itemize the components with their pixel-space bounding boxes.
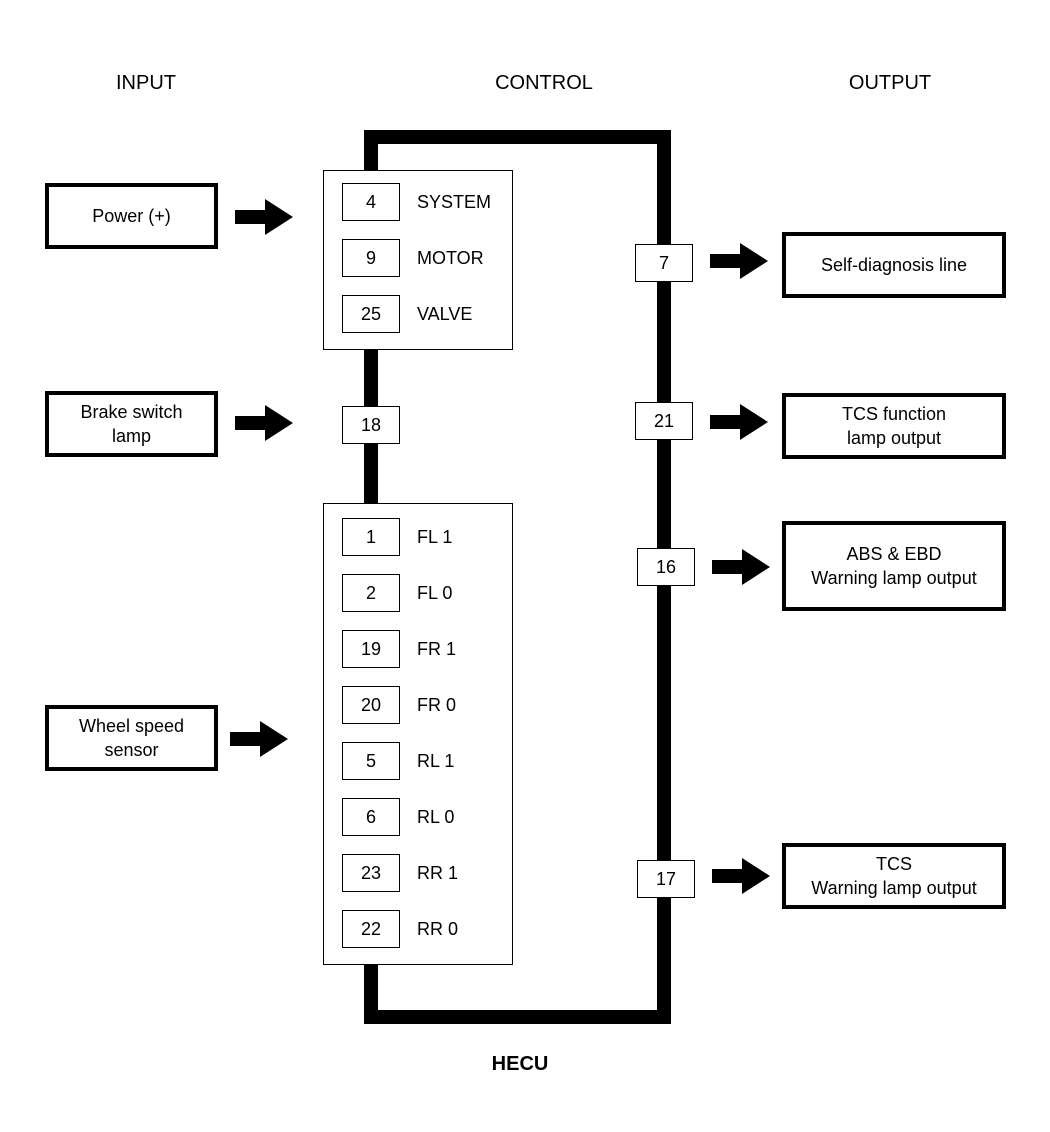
input-box-power: Power (+) <box>45 183 218 249</box>
output-label-line: Warning lamp output <box>811 568 977 588</box>
pin-2: 2 <box>342 574 400 612</box>
output-box-abs-ebd-warning-lamp: ABS & EBD Warning lamp output <box>782 521 1006 611</box>
pin-19: 19 <box>342 630 400 668</box>
pin-label: FR 0 <box>417 695 457 715</box>
pin-label: FL 1 <box>417 527 453 547</box>
output-label-line: Self-diagnosis line <box>820 255 968 275</box>
arrow-right-icon <box>712 858 770 894</box>
pin-16: 16 <box>637 548 695 586</box>
input-box-wheel-speed-sensor: Wheel speed sensor <box>45 705 218 771</box>
input-label-line: lamp <box>111 426 151 446</box>
arrow-right-icon <box>710 243 768 279</box>
hecu-frame-bottom <box>364 1010 671 1024</box>
output-label-line: TCS function <box>841 404 947 424</box>
output-box-tcs-warning-lamp: TCS Warning lamp output <box>782 843 1006 909</box>
wheel-speed-pin-group <box>323 503 513 965</box>
pin-label: MOTOR <box>417 248 484 268</box>
pin-label: RR 0 <box>417 919 459 939</box>
pin-1: 1 <box>342 518 400 556</box>
output-label-line: TCS <box>876 854 912 874</box>
input-label-line: Wheel speed <box>78 716 185 736</box>
pin-7: 7 <box>635 244 693 282</box>
pin-label: RL 1 <box>417 751 455 771</box>
pin-5: 5 <box>342 742 400 780</box>
pin-4: 4 <box>342 183 400 221</box>
output-label-line: lamp output <box>846 428 942 448</box>
pin-18: 18 <box>342 406 400 444</box>
control-column-header: CONTROL <box>495 72 593 94</box>
output-box-self-diagnosis-line: Self-diagnosis line <box>782 232 1006 298</box>
pin-label: RL 0 <box>417 807 455 827</box>
pin-22: 22 <box>342 910 400 948</box>
pin-label: SYSTEM <box>417 192 492 212</box>
input-label-line: sensor <box>104 740 159 760</box>
pin-9: 9 <box>342 239 400 277</box>
hecu-frame-top <box>364 130 671 144</box>
output-box-tcs-function-lamp: TCS function lamp output <box>782 393 1006 459</box>
pin-6: 6 <box>342 798 400 836</box>
pin-25: 25 <box>342 295 400 333</box>
input-label-line: Brake switch <box>80 402 183 422</box>
pin-label: FR 1 <box>417 639 457 659</box>
pin-21: 21 <box>635 402 693 440</box>
pin-17: 17 <box>637 860 695 898</box>
arrow-right-icon <box>712 549 770 585</box>
hecu-title: HECU <box>491 1053 549 1075</box>
arrow-right-icon <box>235 405 293 441</box>
pin-label: VALVE <box>417 304 473 324</box>
input-column-header: INPUT <box>116 72 176 94</box>
output-label-line: Warning lamp output <box>811 878 977 898</box>
pin-label: RR 1 <box>417 863 459 883</box>
output-column-header: OUTPUT <box>848 72 932 94</box>
arrow-right-icon <box>235 199 293 235</box>
arrow-right-icon <box>710 404 768 440</box>
pin-23: 23 <box>342 854 400 892</box>
arrow-right-icon <box>230 721 288 757</box>
pin-label: FL 0 <box>417 583 453 603</box>
input-box-brake-switch-lamp: Brake switch lamp <box>45 391 218 457</box>
pin-20: 20 <box>342 686 400 724</box>
output-label-line: ABS & EBD <box>846 544 942 564</box>
input-label-line: Power (+) <box>92 206 171 226</box>
